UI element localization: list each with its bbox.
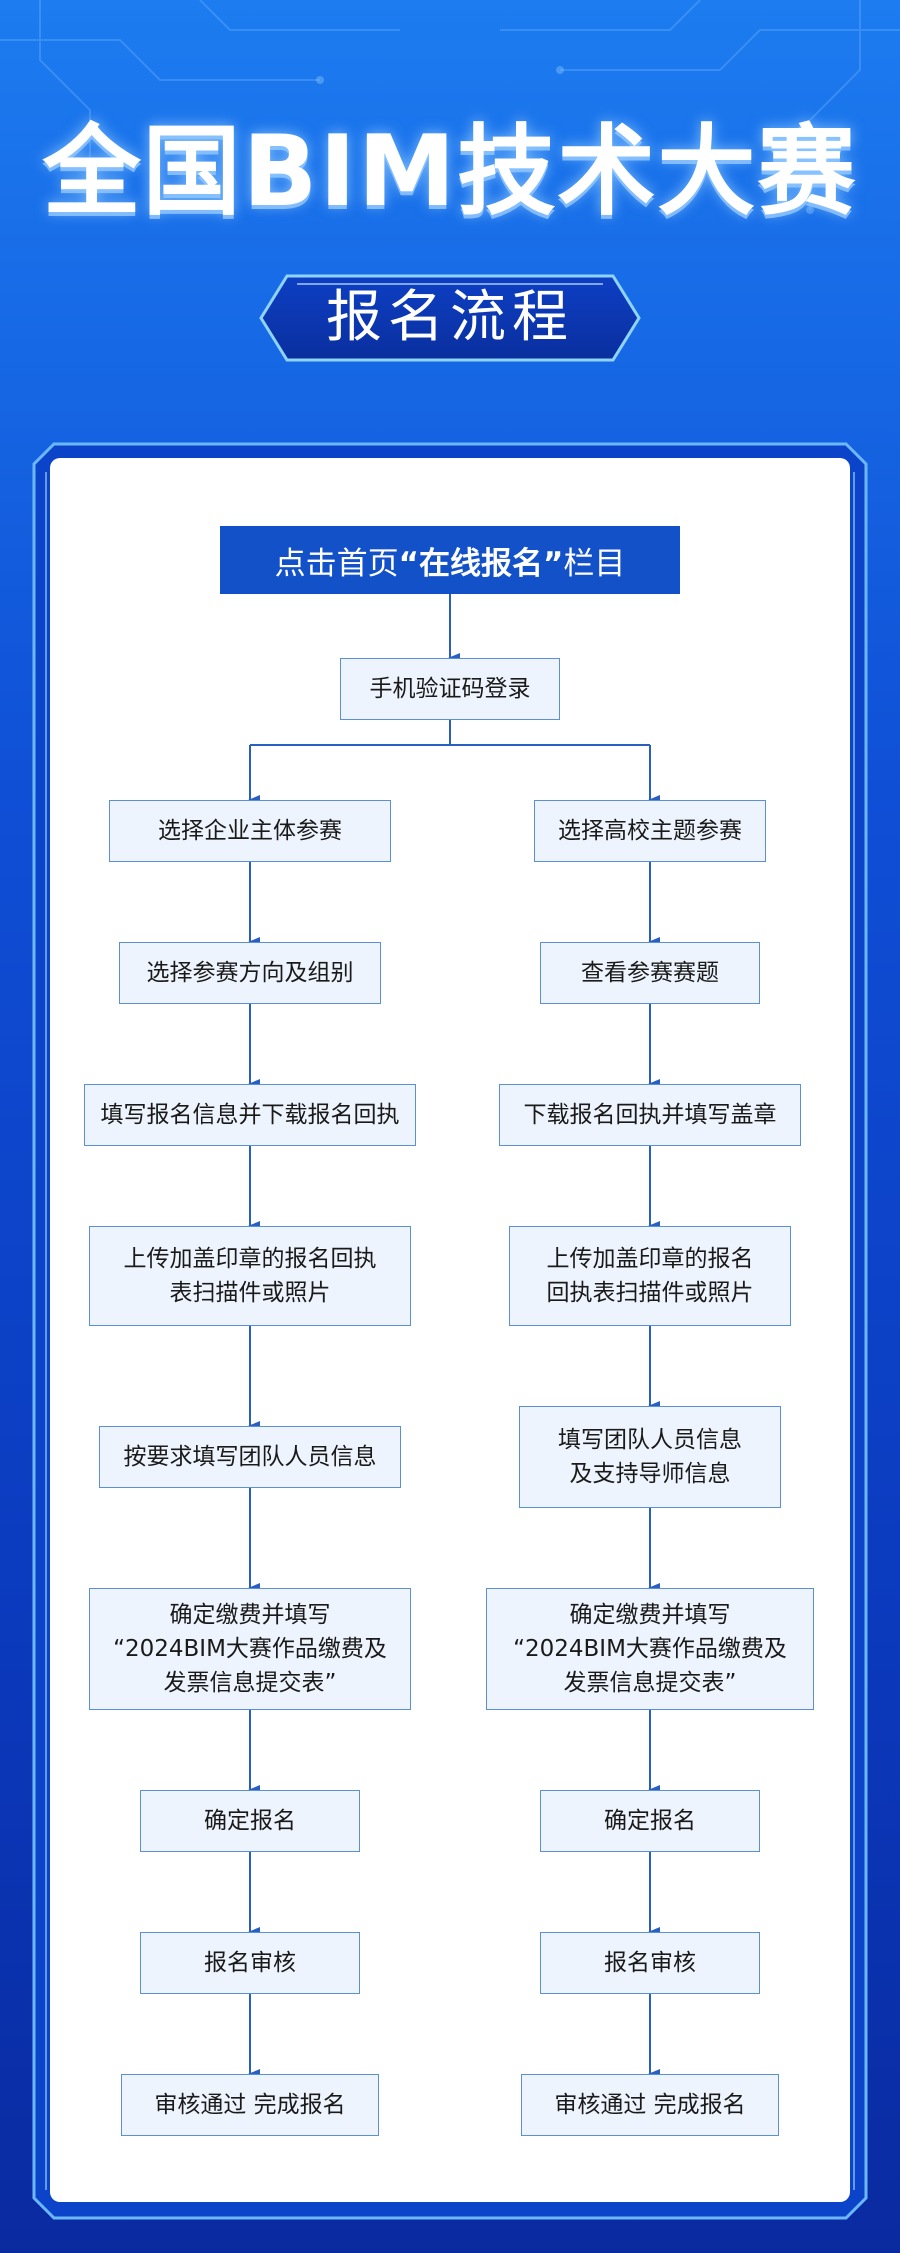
left-step-2: 选择参赛方向及组别 bbox=[119, 942, 381, 1004]
right-step-1: 选择高校主题参赛 bbox=[534, 800, 766, 862]
flow-panel bbox=[50, 458, 850, 2202]
right-step-8: 报名审核 bbox=[540, 1932, 760, 1994]
step-phone-login: 手机验证码登录 bbox=[340, 658, 560, 720]
right-step-5: 填写团队人员信息 及支持导师信息 bbox=[519, 1406, 781, 1508]
page-subtitle: 报名流程 bbox=[326, 285, 574, 350]
left-step-5: 按要求填写团队人员信息 bbox=[99, 1426, 401, 1488]
background-circuit-decoration bbox=[0, 0, 900, 214]
start-step-online-registration: 点击首页 “在线报名” 栏目 bbox=[220, 526, 680, 594]
right-step-9: 审核通过 完成报名 bbox=[521, 2074, 779, 2136]
right-step-7: 确定报名 bbox=[540, 1790, 760, 1852]
right-step-6: 确定缴费并填写 “2024BIM大赛作品缴费及 发票信息提交表” bbox=[486, 1588, 814, 1710]
left-step-4: 上传加盖印章的报名回执 表扫描件或照片 bbox=[89, 1226, 411, 1326]
left-step-1: 选择企业主体参赛 bbox=[109, 800, 391, 862]
left-step-6: 确定缴费并填写 “2024BIM大赛作品缴费及 发票信息提交表” bbox=[89, 1588, 411, 1710]
right-step-2: 查看参赛赛题 bbox=[540, 942, 760, 1004]
start-step-highlight: “在线报名” bbox=[398, 545, 564, 582]
right-step-4: 上传加盖印章的报名 回执表扫描件或照片 bbox=[509, 1226, 791, 1326]
start-step-prefix: 点击首页 bbox=[274, 545, 399, 582]
left-step-9: 审核通过 完成报名 bbox=[121, 2074, 379, 2136]
left-step-3: 填写报名信息并下载报名回执 bbox=[84, 1084, 416, 1146]
page-title: 全国BIM技术大赛 bbox=[42, 115, 858, 229]
start-step-suffix: 栏目 bbox=[563, 545, 626, 582]
subtitle-frame-decoration bbox=[259, 274, 641, 362]
subtitle-badge: 报名流程 bbox=[257, 272, 643, 364]
left-step-7: 确定报名 bbox=[140, 1790, 360, 1852]
right-step-3: 下载报名回执并填写盖章 bbox=[499, 1084, 801, 1146]
left-step-8: 报名审核 bbox=[140, 1932, 360, 1994]
